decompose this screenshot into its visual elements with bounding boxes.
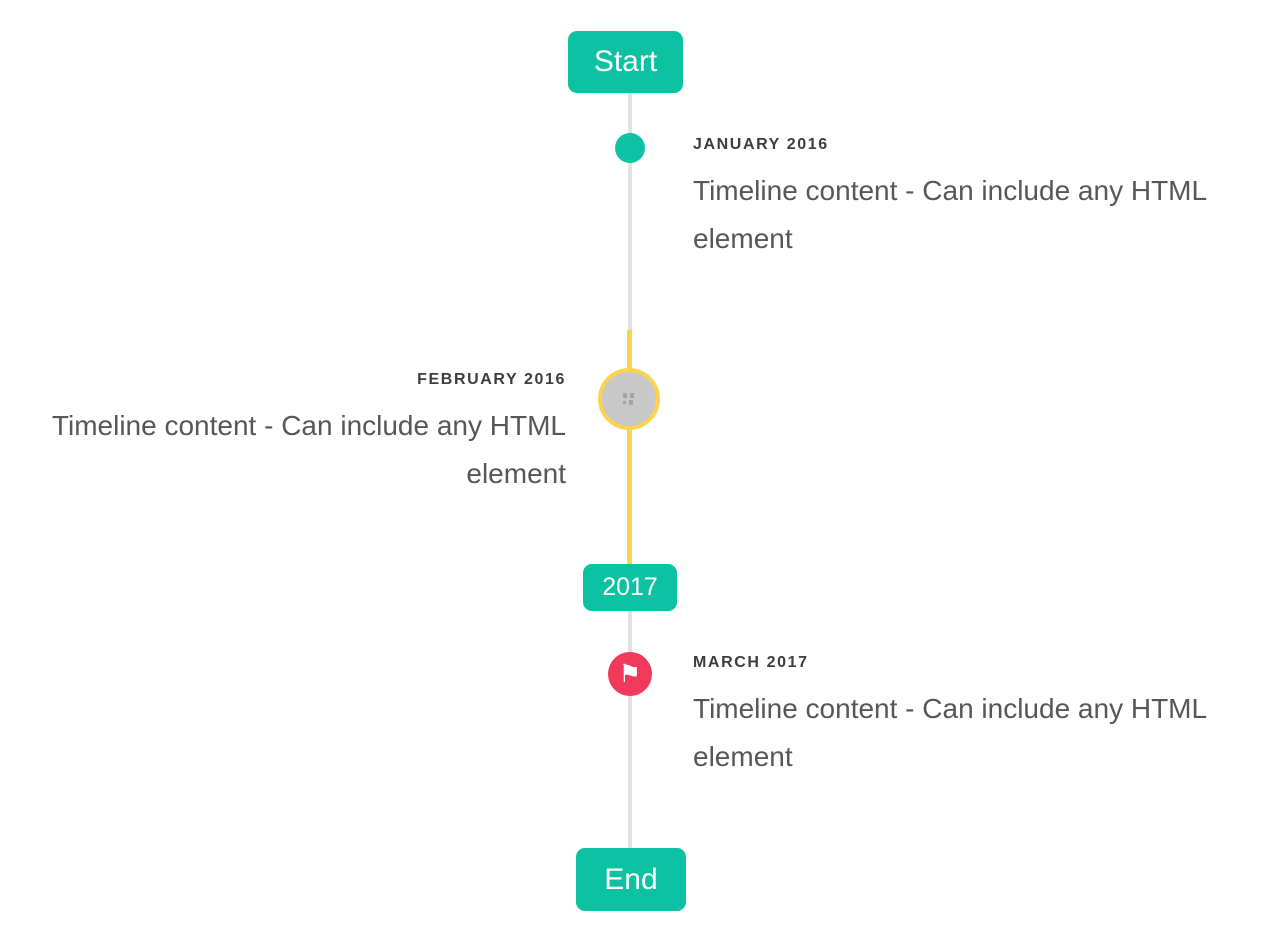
start-badge: Start [568, 31, 683, 93]
event-marker-selected[interactable] [598, 368, 660, 430]
timeline-event: MARCH 2017 Timeline content - Can includ… [693, 653, 1233, 781]
event-content: Timeline content - Can include any HTML … [51, 410, 566, 489]
event-marker-flag[interactable]: ⚑ [608, 652, 652, 696]
flag-icon: ⚑ [618, 658, 642, 688]
event-title: JANUARY 2016 [693, 136, 829, 153]
end-badge: End [576, 848, 686, 911]
event-title: FEBRUARY 2016 [417, 371, 566, 388]
event-content: Timeline content - Can include any HTML … [693, 693, 1207, 772]
event-marker-dot[interactable] [615, 133, 645, 163]
broken-image-icon [623, 393, 634, 405]
timeline-event: FEBRUARY 2016 Timeline content - Can inc… [26, 370, 566, 498]
event-content: Timeline content - Can include any HTML … [693, 175, 1207, 254]
timeline-line-selected-segment [627, 330, 632, 566]
event-title: MARCH 2017 [693, 654, 809, 671]
timeline-event: JANUARY 2016 Timeline content - Can incl… [693, 135, 1233, 263]
year-badge: 2017 [583, 564, 677, 611]
